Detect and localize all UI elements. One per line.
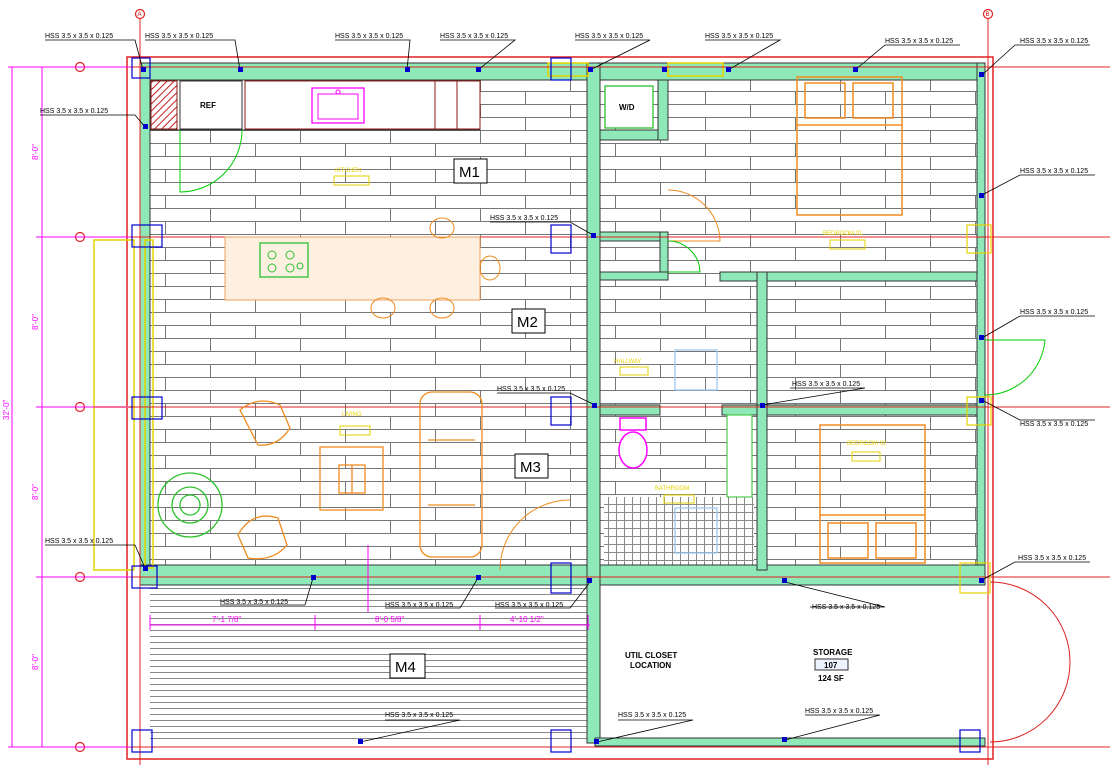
hss-callout-3: HSS 3.5 x 3.5 x 0.125 — [335, 33, 403, 40]
hss-callout-5: HSS 3.5 x 3.5 x 0.125 — [575, 33, 643, 40]
grid-bubbles — [74, 8, 994, 753]
dim-v3: 8'-0" — [31, 484, 40, 500]
closet-door-swing — [667, 189, 721, 242]
tag-bedroom2-box — [851, 451, 881, 462]
hss-callout-1: HSS 3.5 x 3.5 x 0.125 — [45, 33, 113, 40]
hss-callout-13: HSS 3.5 x 3.5 x 0.125 — [497, 386, 565, 393]
hss-callout-20: HSS 3.5 x 3.5 x 0.125 — [495, 602, 563, 609]
column-markers — [131, 57, 981, 753]
tag-hallway: HALLWAY — [614, 359, 642, 365]
hss-callout-14: HSS 3.5 x 3.5 x 0.125 — [792, 381, 860, 388]
hss-callout-10: HSS 3.5 x 3.5 x 0.125 — [1020, 168, 1088, 175]
vertical-dimension-string — [8, 66, 130, 748]
zone-m2: M2 — [517, 314, 538, 331]
living-door-swing — [499, 499, 571, 571]
dim-d1: 7'-1 7/8" — [212, 615, 241, 624]
label-storage-area: 124 SF — [818, 674, 844, 683]
tag-living: LIVING — [342, 412, 362, 418]
washer-dryer — [604, 85, 654, 129]
hss-callout-2: HSS 3.5 x 3.5 x 0.125 — [145, 33, 213, 40]
label-util: UTIL CLOSET — [625, 651, 677, 660]
tag-bedroom2: BEDROOM 02 — [847, 441, 887, 447]
dim-v4: 8'-0" — [31, 654, 40, 670]
label-storage-number: 107 — [824, 661, 838, 670]
grid-letter-b: B — [986, 12, 990, 18]
hss-points — [141, 67, 984, 744]
bed-01 — [796, 76, 903, 216]
tag-bedroom1-box — [829, 239, 866, 250]
bathroom-fixtures — [618, 414, 753, 554]
hss-callout-18: HSS 3.5 x 3.5 x 0.125 — [220, 599, 288, 606]
zone-m3: M3 — [520, 459, 541, 476]
hss-callout-19: HSS 3.5 x 3.5 x 0.125 — [385, 602, 453, 609]
hss-callout-24: HSS 3.5 x 3.5 x 0.125 — [805, 708, 873, 715]
kitchen-island — [224, 217, 501, 319]
dim-d2: 8'-0 5/8" — [375, 615, 404, 624]
dim-v2: 8'-0" — [31, 314, 40, 330]
grid-lines — [85, 18, 1110, 765]
grid-letter-a: A — [138, 12, 142, 18]
hss-callout-6: HSS 3.5 x 3.5 x 0.125 — [705, 33, 773, 40]
fridge-door-swing — [179, 129, 243, 193]
hss-callout-16: HSS 3.5 x 3.5 x 0.125 — [45, 538, 113, 545]
storage-number-box — [814, 658, 849, 671]
label-storage: STORAGE — [813, 648, 853, 657]
tag-hallway-box — [619, 366, 649, 376]
hss-callout-15: HSS 3.5 x 3.5 x 0.125 — [1020, 421, 1088, 428]
tag-bedroom1: BEDROOM 01 — [823, 231, 863, 237]
hss-callout-9: HSS 3.5 x 3.5 x 0.125 — [40, 108, 108, 115]
hall-door-swing — [667, 240, 701, 273]
hss-callout-4: HSS 3.5 x 3.5 x 0.125 — [440, 33, 508, 40]
hallway-fixtures — [674, 349, 718, 391]
hss-leaders — [40, 39, 1095, 743]
living-furniture — [237, 391, 483, 560]
tag-bathroom-box — [663, 494, 695, 504]
dim-d3: 4'-10 1/2" — [510, 615, 544, 624]
label-ref: REF — [200, 101, 216, 110]
building-outline — [126, 56, 994, 760]
zone-m4: M4 — [395, 659, 416, 676]
storage-double-door — [989, 581, 1071, 743]
zone-labels — [389, 158, 549, 679]
round-table — [157, 472, 223, 538]
tag-bathroom: BATHROOM — [655, 486, 689, 492]
kitchen-counter — [149, 79, 481, 131]
tag-kitchen: KITCHEN — [335, 168, 361, 174]
hss-callout-22: HSS 3.5 x 3.5 x 0.125 — [385, 712, 453, 719]
dim-v1: 8'-0" — [31, 144, 40, 160]
floor-bedrooms — [600, 80, 977, 570]
tag-living-box — [339, 425, 371, 436]
bed-02 — [819, 424, 926, 564]
hss-callout-12: HSS 3.5 x 3.5 x 0.125 — [1020, 309, 1088, 316]
label-wd: W/D — [619, 103, 635, 112]
hss-callout-23: HSS 3.5 x 3.5 x 0.125 — [618, 712, 686, 719]
storage-floor — [605, 588, 977, 738]
dim-total: 32'-0" — [2, 399, 11, 420]
label-util-location: LOCATION — [630, 661, 671, 670]
hss-callout-11: HSS 3.5 x 3.5 x 0.125 — [490, 215, 558, 222]
hss-callout-17: HSS 3.5 x 3.5 x 0.125 — [1018, 555, 1086, 562]
horizontal-dimension-string — [149, 545, 590, 630]
tag-kitchen-box — [333, 175, 370, 186]
shower-tile — [604, 497, 754, 567]
hss-callout-8: HSS 3.5 x 3.5 x 0.125 — [1020, 38, 1088, 45]
bedroom-door-swing — [984, 339, 1046, 396]
yellow-column-markers — [959, 224, 992, 594]
zone-m1: M1 — [459, 164, 480, 181]
hss-callout-7: HSS 3.5 x 3.5 x 0.125 — [885, 38, 953, 45]
hss-callout-21: HSS 3.5 x 3.5 x 0.125 — [812, 604, 880, 611]
